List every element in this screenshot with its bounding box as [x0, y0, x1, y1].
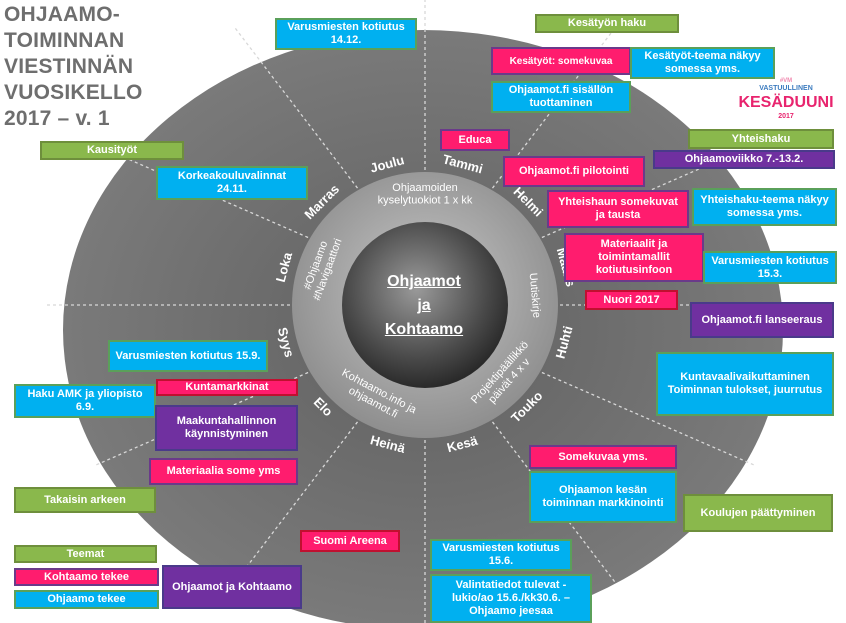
box-korkeakoulu: Korkeakouluvalinnat 24.11. — [156, 166, 308, 200]
box-varusmiesten-15-6: Varusmiesten kotiutus 15.6. — [430, 539, 572, 571]
ring-label: Uutiskirje — [527, 272, 543, 318]
logo-year: 2017 — [778, 113, 794, 120]
month-divider — [234, 421, 359, 583]
box-kausityot: Kausityöt — [40, 141, 184, 160]
center-title: Ohjaamot ja Kohtaamo — [362, 270, 486, 342]
box-kuntamarkkinat: Kuntamarkkinat — [156, 379, 298, 396]
box-nuori-2017: Nuori 2017 — [585, 290, 678, 310]
logo-top: #VM — [780, 78, 792, 84]
box-ohjaamoviikko: Ohjaamoviikko 7.-13.2. — [653, 150, 835, 169]
box-educa: Educa — [440, 129, 510, 151]
center-core — [342, 222, 508, 388]
box-teemat: Teemat — [14, 545, 157, 563]
box-haku-amk: Haku AMK ja yliopisto 6.9. — [14, 384, 156, 418]
month-divider — [541, 371, 755, 466]
box-yhteishaun-somekuvat: Yhteishaun somekuvat ja tausta — [547, 190, 689, 228]
box-ohjaamot-fi-lanseeraus: Ohjaamot.fi lanseeraus — [690, 302, 834, 338]
box-materiaalia-some: Materiaalia some yms — [149, 458, 298, 485]
box-maakuntahallinnon: Maakuntahallinnon käynnistyminen — [155, 405, 298, 451]
center-line: ja — [417, 297, 431, 314]
center-line: Ohjaamot — [387, 273, 461, 290]
box-materiaalit-toimintamallit: Materiaalit ja toimintamallit kotiutusin… — [564, 233, 704, 282]
box-ohjaamot-fi-sisallon: Ohjaamot.fi sisällön tuottaminen — [491, 81, 631, 113]
title-line: VIESTINNÄN — [4, 55, 134, 78]
month-divider — [491, 421, 616, 583]
box-varusmiesten-15-9: Varusmiesten kotiutus 15.9. — [108, 340, 268, 372]
box-somekuvaa-yms: Somekuvaa yms. — [529, 445, 677, 469]
box-ohjaamot-kohtaamo: Ohjaamot ja Kohtaamo — [162, 565, 302, 609]
logo-big: KESÄDUUNI — [738, 93, 833, 111]
title-line: VUOSIKELLO — [4, 81, 143, 104]
title-line: OHJAAMO- — [4, 3, 120, 26]
logo-small: VASTUULLINEN — [759, 85, 813, 92]
box-ohjaamo-tekee: Ohjaamo tekee — [14, 590, 159, 609]
title-line: 2017 – v. 1 — [4, 107, 110, 130]
title-line: TOIMINNAN — [4, 29, 125, 52]
box-ohjaamot-fi-pilotointi: Ohjaamot.fi pilotointi — [503, 156, 645, 187]
box-yhteishaku-teema: Yhteishaku-teema näkyy somessa yms. — [692, 188, 837, 226]
box-varusmiesten-14-12: Varusmiesten kotiutus 14.12. — [275, 18, 417, 50]
box-kesatyot-teema: Kesätyöt-teema näkyy somessa yms. — [630, 47, 775, 79]
page-title: OHJAAMO- TOIMINNAN VIESTINNÄN VUOSIKELLO… — [4, 2, 174, 132]
box-kesatyot-somekuvaa: Kesätyöt: somekuvaa — [491, 47, 631, 75]
center-line: Kohtaamo — [384, 321, 464, 338]
box-kohtaamo-tekee: Kohtaamo tekee — [14, 568, 159, 586]
box-takaisin-arkeen: Takaisin arkeen — [14, 487, 156, 513]
box-kuntavaali: Kuntavaalivaikuttaminen Toiminnan tuloks… — [656, 352, 834, 416]
box-koulujen: Koulujen päättyminen — [683, 494, 833, 532]
kesaduuni-logo: #VM VASTUULLINEN KESÄDUUNI 2017 — [738, 78, 833, 120]
box-yhteishaku: Yhteishaku — [688, 129, 834, 149]
box-varusmiesten-15-3: Varusmiesten kotiutus 15.3. — [703, 251, 837, 284]
box-valintatiedot: Valintatiedot tulevat - lukio/ao 15.6./k… — [430, 574, 592, 623]
box-ohjaamon-kesan: Ohjaamon kesän toiminnan markkinointi — [529, 471, 677, 523]
month-divider — [234, 27, 359, 189]
box-suomi-areena: Suomi Areena — [300, 530, 400, 552]
box-kesatyon-haku: Kesätyön haku — [535, 14, 679, 33]
